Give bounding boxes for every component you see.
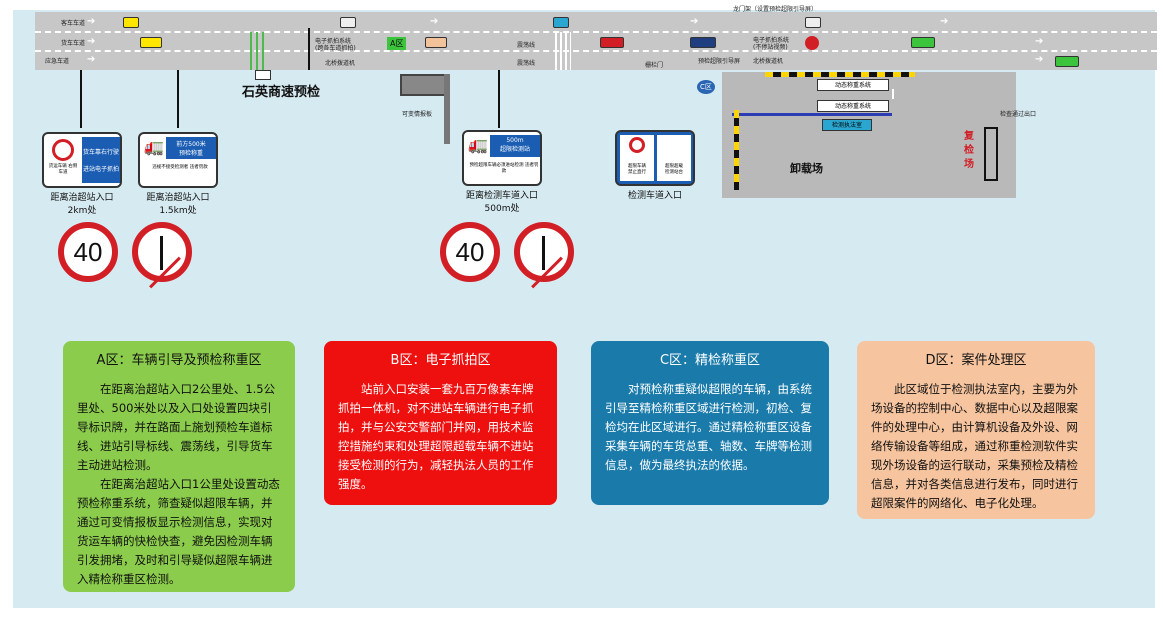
lane-arrow-icon: ➔ [690, 16, 699, 27]
vms-pole [444, 74, 450, 144]
zone-a-box: A区：车辆引导及预检称重区 在距离治超站入口2公里处、1.5公里处、500米处以… [63, 341, 295, 592]
lane-arrow-icon: ➔ [87, 36, 96, 47]
lane-arrow-icon: ➔ [940, 16, 949, 27]
sign-caption: 距离治超站入口1.5km处 [146, 193, 210, 216]
control-room: 检测执法室 [822, 119, 872, 131]
sign-caption: 距离检测车道入口500m处 [465, 191, 538, 214]
boundary-line [732, 113, 892, 116]
speed-limit-sign: 40 [58, 222, 118, 282]
zone-a-marker: A区 [387, 37, 407, 50]
zone-b-box: B区：电子抓拍区 站前入口安装一套九百万像素车牌抓拍一体机，对不进站车辆进行电子… [324, 341, 557, 505]
lane-mark [892, 89, 894, 99]
zone-c-marker: C区 [697, 80, 715, 94]
weigh-in-motion-strip [250, 32, 268, 70]
exit-label: 检查通过出口 [1000, 111, 1037, 118]
guide-sign-lane-entry: 超限车辆 禁止直行 超限超载 检测站台 [615, 130, 695, 186]
guide-sign-1-5km: 🚛 前方500米 预检称重 违规不接受检测者 违者罚款 [138, 132, 218, 188]
vehicle [690, 37, 716, 48]
capture-system-sub: (不停站视频) [753, 44, 788, 51]
guide-sign-2km: 货运车辆 右侧车道 货车靠右行驶 进站电子抓拍 [42, 132, 122, 188]
capture-system-label: 电子抓拍系统 [315, 38, 352, 45]
variable-message-board [400, 74, 450, 96]
weigh-platform-1: 动态称重系统 [817, 79, 889, 91]
zone-d-box: D区：案件处理区 此区域位于检测执法室内，主要为外场设备的控制中心、数据中心以及… [857, 341, 1095, 519]
vehicle [340, 17, 356, 28]
bridge-label: 北桥拨道机 [753, 58, 784, 65]
vehicle [123, 17, 139, 28]
rumble-strip [555, 32, 571, 70]
zone-c-title: C区：精检称重区 [659, 353, 761, 368]
lane-arrow-icon: ➔ [1035, 36, 1044, 47]
vehicle [805, 17, 821, 28]
lane-divider [35, 31, 1157, 33]
recheck-label: 复检场 [964, 131, 974, 170]
guide-sign-500m: 🚛 500m 超限检测站 预检超限车辆必须进站检测 违者罚款 [462, 130, 542, 186]
capture-system-label: 电子抓拍系统 [753, 37, 790, 44]
sign-blue-panel: 500m 超限检测站 [490, 135, 540, 157]
vehicle [911, 37, 935, 48]
weigh-station-panel: 超限超载 检测站台 [657, 135, 691, 181]
recheck-gate [984, 127, 998, 181]
vehicle [553, 17, 569, 28]
barrier-label: 栅栏门 [645, 62, 664, 69]
pre-screen-label: 预检超限引导屏 [698, 58, 741, 65]
capture-pole [308, 28, 310, 70]
zone-d-title: D区：案件处理区 [925, 353, 1027, 368]
pointer-line [177, 70, 179, 128]
sign-sub: 预检超限车辆必须进站检测 违者罚款 [469, 163, 539, 174]
lane-arrow-icon: ➔ [87, 54, 96, 65]
zone-a-title: A区：车辆引导及预检称重区 [96, 353, 262, 368]
no-left-turn-icon [514, 222, 574, 289]
sign-caption: 检测车道入口 [627, 191, 682, 201]
lane-label-passenger: 客车车道 [61, 20, 86, 27]
sign-caption: 距离治超站入口2km处 [50, 193, 114, 216]
vehicle [600, 37, 624, 48]
lane-divider [35, 50, 1157, 52]
lane-arrow-icon: ➔ [430, 16, 439, 27]
no-straight-truck-panel: 超限车辆 禁止直行 [620, 135, 654, 181]
rumble-strip-label: 震荡线 [517, 42, 536, 49]
pointer-line [498, 70, 500, 128]
lane-arrow-icon: ➔ [87, 16, 96, 27]
lane-arrow-icon: ➔ [1035, 54, 1044, 65]
sign-blue-panel: 货车靠右行驶 进站电子抓拍 [82, 137, 120, 183]
gantry-label: 龙门架（设置预检超限引导屏） [733, 6, 818, 13]
sign-blue-panel: 前方500米 预检称重 [166, 137, 216, 159]
sign-sub: 违规不接受检测者 违者罚款 [152, 165, 208, 170]
no-left-turn-icon [132, 222, 192, 289]
zone-b-paragraph: 站前入口安装一套九百万像素车牌抓拍一体机，对不进站车辆进行电子抓拍，并与公安交警… [338, 382, 534, 491]
stop-sign-icon [805, 36, 819, 50]
zone-a-paragraph: 在距离治超站入口2公里处、1.5公里处、500米处以及入口处设置四块引导标识牌，… [77, 382, 276, 472]
unload-yard-label: 卸载场 [790, 162, 823, 175]
vehicle [425, 37, 447, 48]
capture-system-sub: (跨各车道抓拍) [315, 45, 356, 52]
speed-limit-sign: 40 [440, 222, 500, 282]
weigh-platform-2: 动态称重系统 [817, 100, 889, 112]
truck-icon: 🚛 [468, 135, 488, 154]
rumble-strip-label: 震荡线 [517, 60, 536, 67]
zone-a-paragraph: 在距离治超站入口1公里处设置动态预检称重系统，筛查疑似超限车辆，并通过可变情报板… [77, 477, 280, 586]
zone-b-title: B区：电子抓拍区 [390, 353, 491, 368]
station-name: 石英商速预检 [242, 85, 321, 100]
vehicle [140, 37, 162, 48]
zone-c-box: C区：精检称重区 对预检称重疑似超限的车辆，由系统引导至精检称重区域进行检测，初… [591, 341, 829, 505]
pointer-line [80, 70, 82, 128]
vehicle [1055, 56, 1079, 67]
vms-label: 可变情报板 [402, 111, 433, 118]
zone-c-paragraph: 对预检称重疑似超限的车辆，由系统引导至精检称重区域进行检测，初检、复检均在此区域… [605, 382, 812, 472]
unload-yard: 卸载场 动态称重系统 动态称重系统 检测执法室 复检场 [722, 72, 1016, 198]
no-truck-icon: 货运车辆 右侧车道 [48, 137, 78, 183]
bridge-label: 北桥拨道机 [325, 60, 356, 67]
truck-icon: 🚛 [144, 137, 164, 156]
highway-road: 客车车道 货车车道 应急车道 ➔ ➔ ➔ ➔ ➔ ➔ ➔ ➔ ➔ 电子抓拍系统 … [35, 12, 1157, 70]
zone-d-paragraph: 此区域位于检测执法室内，主要为外场设备的控制中心、数据中心以及超限案件的处理中心… [871, 382, 1078, 510]
weigh-station-icon [255, 70, 271, 80]
lane-label-emergency: 应急车道 [45, 58, 70, 65]
barrier-stripe [734, 110, 739, 190]
lane-label-truck: 货车车道 [61, 40, 86, 47]
barrier-stripe [765, 72, 915, 77]
